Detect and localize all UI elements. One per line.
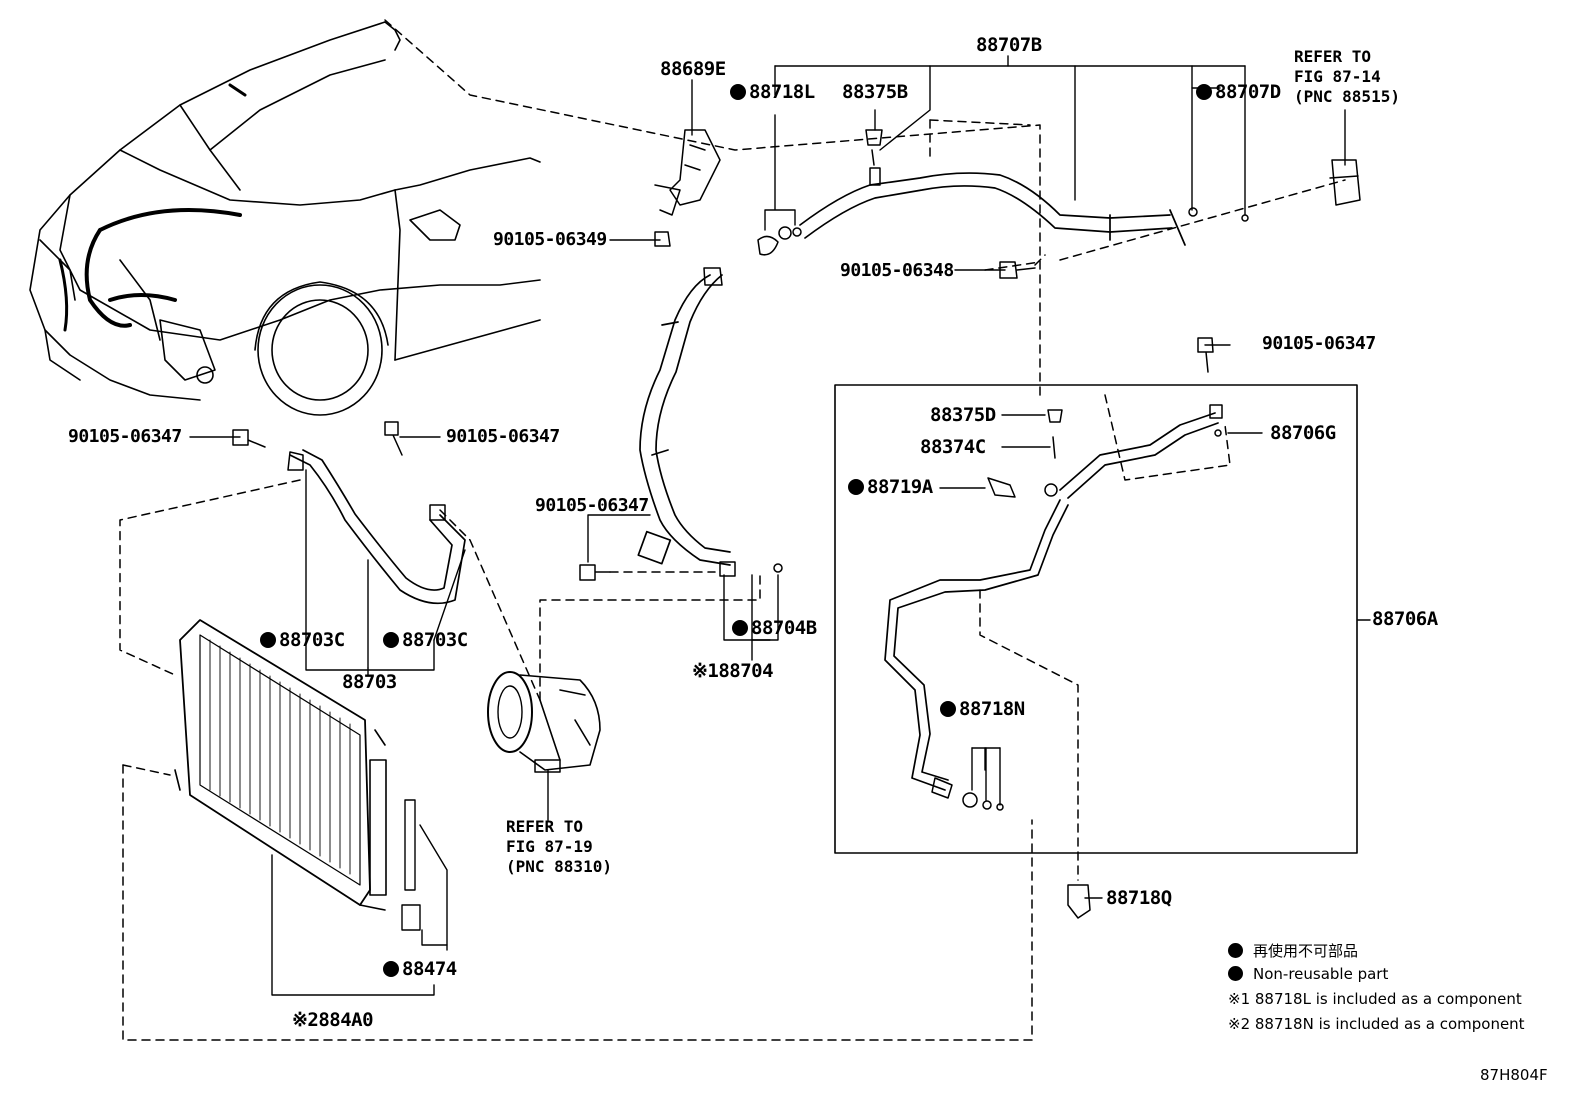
part-label-90105-06349: 90105-06349 xyxy=(493,229,607,250)
part-label-88718N: 88718N xyxy=(940,700,1025,719)
part-label-88704B: 88704B xyxy=(732,619,817,638)
part-label-88703C-right: 88703C xyxy=(383,631,468,650)
part-label-88474: 88474 xyxy=(383,960,457,979)
legend-note-2: ※2 88718N is included as a component xyxy=(1228,1015,1525,1033)
condenser-illustration xyxy=(174,619,421,931)
part-label-88718L: 88718L xyxy=(730,83,815,102)
part-label-90105-06347-right: 90105-06347 xyxy=(1262,333,1376,354)
part-label-88374C: 88374C xyxy=(920,436,986,458)
legend-row-jp: 再使用不可部品 xyxy=(1228,940,1525,965)
part-label-88719A: 88719A xyxy=(848,478,933,497)
reference-note-fig-87-19: REFER TO FIG 87-19 (PNC 88310) xyxy=(506,817,612,876)
reference-note-fig-87-14: REFER TO FIG 87-14 (PNC 88515) xyxy=(1294,47,1400,106)
assembly-frame-88706A xyxy=(834,384,1358,854)
legend-row-non-reusable: Non-reusable part xyxy=(1228,965,1525,990)
part-label-88704: ※188704 xyxy=(692,660,774,682)
non-reusable-dot-icon xyxy=(730,84,746,100)
non-reusable-dot-icon xyxy=(1196,84,1212,100)
non-reusable-dot-icon xyxy=(848,479,864,495)
non-reusable-dot-icon xyxy=(1228,966,1243,981)
legend-note-1: ※1 88718L is included as a component xyxy=(1228,990,1522,1008)
part-label-90105-06348: 90105-06348 xyxy=(840,260,954,281)
part-label-88375D: 88375D xyxy=(930,404,996,426)
legend: 再使用不可部品 Non-reusable part ※1 88718L is i… xyxy=(1228,940,1525,1040)
part-label-88706G: 88706G xyxy=(1270,422,1336,444)
part-label-88375B: 88375B xyxy=(842,81,908,103)
part-label-88707D: 88707D xyxy=(1196,83,1281,102)
vehicle-illustration xyxy=(29,21,541,416)
non-reusable-dot-icon xyxy=(383,961,399,977)
part-label-88703: 88703 xyxy=(342,671,397,693)
part-label-88689E: 88689E xyxy=(660,58,726,80)
part-label-90105-06347-hose: 90105-06347 xyxy=(446,426,560,447)
pipes xyxy=(289,172,1219,791)
compressor-illustration xyxy=(487,671,601,771)
part-label-88706A: 88706A xyxy=(1372,608,1438,630)
part-label-90105-06347-left: 90105-06347 xyxy=(68,426,182,447)
non-reusable-dot-icon xyxy=(260,632,276,648)
part-label-88718Q: 88718Q xyxy=(1106,887,1172,909)
part-label-884A0: ※2884A0 xyxy=(292,1009,374,1031)
non-reusable-dot-icon xyxy=(1228,943,1243,958)
figure-id: 87H804F xyxy=(1480,1066,1548,1084)
non-reusable-dot-icon xyxy=(940,701,956,717)
part-label-88707B: 88707B xyxy=(976,34,1042,56)
part-label-88703C-left: 88703C xyxy=(260,631,345,650)
part-label-90105-06347-center: 90105-06347 xyxy=(535,495,649,516)
leader-lines xyxy=(189,55,1371,996)
non-reusable-dot-icon xyxy=(383,632,399,648)
dashed-leaders xyxy=(119,19,1346,1041)
non-reusable-dot-icon xyxy=(732,620,748,636)
small-parts xyxy=(232,129,1361,919)
